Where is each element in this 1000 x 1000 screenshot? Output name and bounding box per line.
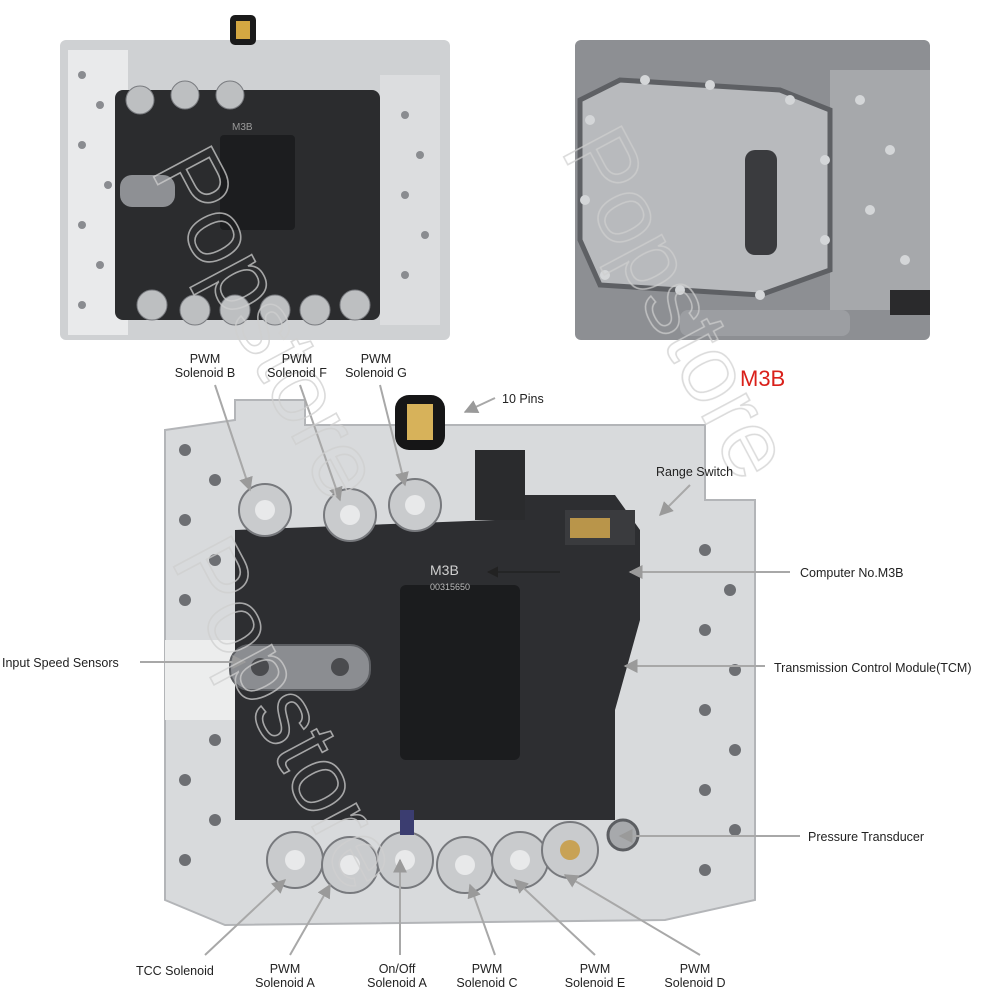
product-code-title: M3B [740,366,786,391]
main-valve-body-photo: M3B 00315650 [164,395,756,927]
label-range-switch: Range Switch [656,465,734,479]
top-left-valve-body-photo: M3B [60,15,450,340]
module-serial-text: 00315650 [430,582,470,592]
label-tcm: Transmission Control Module(TCM) [774,661,972,675]
label-computer-no: Computer No.M3B [800,566,904,580]
label-10-pins: 10 Pins [502,392,544,406]
label-tcc-solenoid: TCC Solenoid [136,964,214,978]
small-module-model: M3B [232,122,253,133]
label-pressure-transducer: Pressure Transducer [808,830,925,844]
top-right-valve-body-photo [575,40,930,340]
label-input-speed-sensors: Input Speed Sensors [2,656,119,670]
module-model-text: M3B [430,562,459,578]
